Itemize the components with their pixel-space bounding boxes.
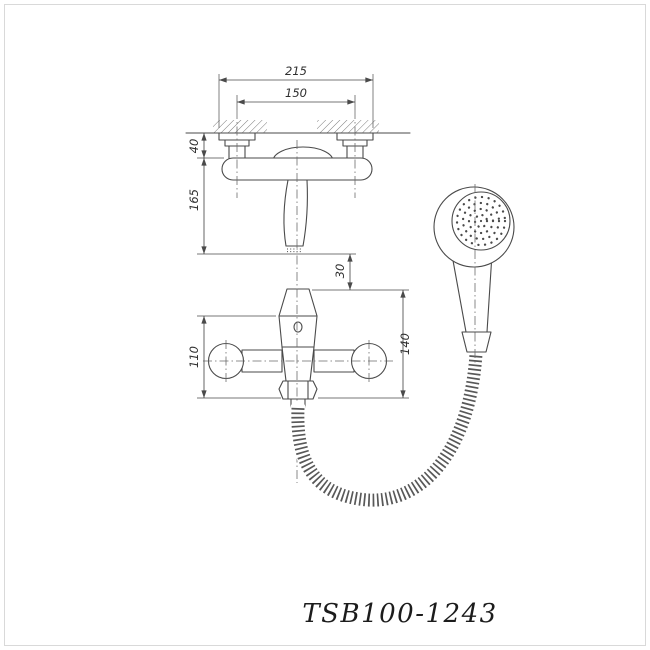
faucet-front-view	[207, 288, 388, 409]
hose-hex-nut	[278, 380, 318, 400]
dim-label-30: 30	[333, 264, 347, 279]
dim-label-40: 40	[187, 139, 201, 154]
dim-spout-drop: 165	[187, 158, 356, 255]
faucet-lower-body	[281, 346, 315, 382]
wall-hatch-right	[317, 120, 379, 133]
wall-hatch-left	[213, 120, 267, 133]
dim-label-215: 215	[285, 64, 307, 78]
dim-label-165: 165	[187, 189, 201, 211]
spout-aerator	[287, 248, 302, 253]
faucet-handle-front	[278, 288, 318, 317]
hose-corrugation	[291, 353, 483, 507]
dim-body-height: 110	[187, 315, 281, 399]
hand-shower	[433, 184, 515, 366]
wall-section	[185, 120, 411, 134]
model-number: TSB100-1243	[302, 599, 497, 629]
dim-spout-offset: 30	[333, 254, 353, 290]
dim-label-150: 150	[285, 86, 307, 100]
shower-hose-nut	[461, 331, 492, 353]
dim-label-140: 140	[398, 333, 412, 355]
shower-hose	[290, 346, 484, 508]
dim-label-110: 110	[187, 346, 201, 368]
faucet-spout	[283, 179, 308, 247]
handle-logo-button	[293, 321, 303, 333]
dim-overall-width: 215	[218, 64, 374, 128]
dim-overall-height: 140	[312, 289, 412, 399]
dim-mounting-centers: 150	[236, 86, 356, 110]
